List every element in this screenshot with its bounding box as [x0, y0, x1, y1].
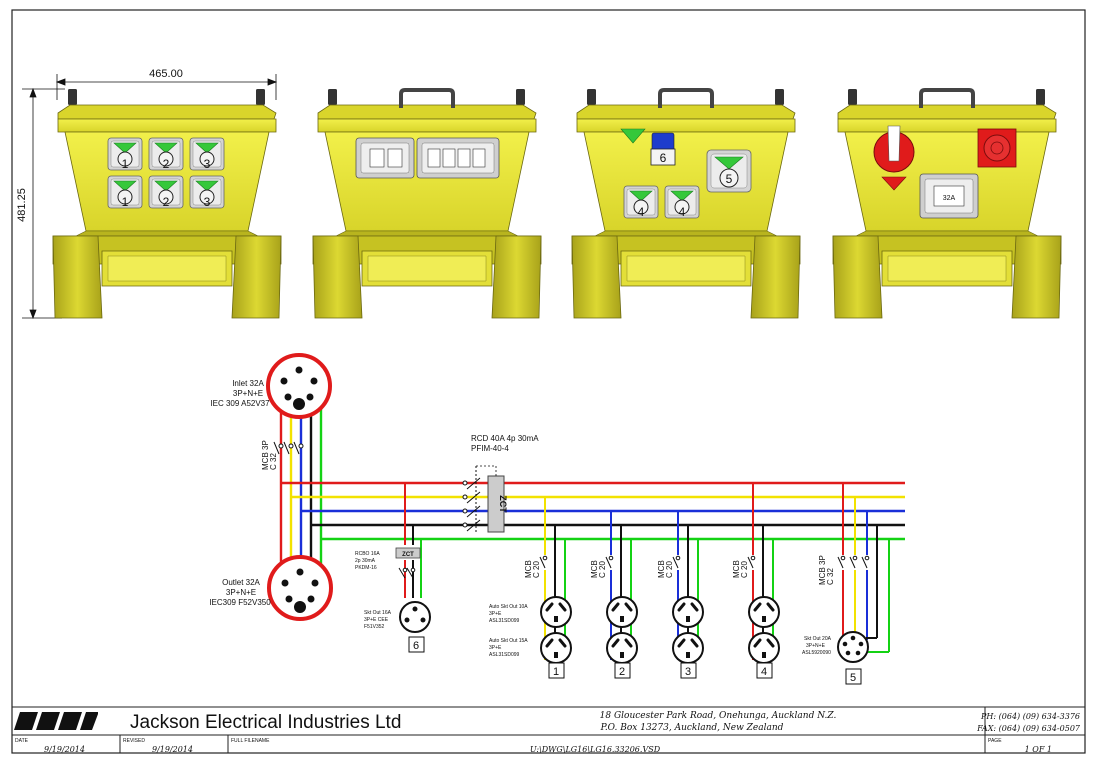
busbars — [279, 405, 905, 565]
rcd-zct-label: ZCT — [498, 495, 508, 513]
main-mcb-label: MCB 3P — [261, 440, 270, 470]
rcd-part: PFIM-40-4 — [471, 444, 509, 453]
rcbo-module — [395, 547, 421, 559]
socket-number: 4 — [679, 205, 686, 219]
socket-5-label: Skt Out 20A — [804, 636, 832, 642]
rcbo-label: RCBO 16A — [355, 551, 380, 557]
socket-6-symbol — [399, 601, 431, 633]
rcd-rating: 32A — [943, 195, 956, 202]
breaker-panel-right — [416, 137, 500, 179]
mcb-5-rating: C 32 — [826, 568, 835, 585]
box-view-back — [312, 88, 542, 319]
page-label: PAGE — [988, 738, 1002, 744]
socket-6-spec: 3P+E CEE — [364, 617, 389, 623]
company-logo — [14, 712, 98, 730]
socket-6-part: F51V352 — [364, 624, 385, 630]
circuit-number-boxes — [408, 636, 862, 685]
outlet-label: Outlet 32A — [222, 578, 260, 587]
inlet-label: Inlet 32A — [232, 379, 264, 388]
mcb-1-rating: C 20 — [532, 561, 541, 578]
mcb-1-label: MCB — [524, 560, 533, 578]
socket-6-label: Skt Out 16A — [364, 610, 392, 616]
title-block — [12, 706, 1085, 753]
auto-socket-1-part: ASL31SD099 — [489, 618, 520, 624]
auto-socket-1-label: Auto Skt Out 10A — [489, 604, 528, 610]
rcd-rating: RCD 40A 4p 30mA — [471, 434, 539, 443]
box-view-front: 1 2 3 1 2 3 — [52, 88, 282, 319]
width-dimension — [55, 74, 278, 100]
sheet-border — [11, 9, 1086, 754]
branch-mcb-switches — [539, 555, 870, 569]
socket-number: 3 — [204, 195, 211, 209]
red-isolator-switch — [873, 125, 915, 173]
filename-label: FULL FILENAME — [231, 738, 270, 744]
circuit-number: 2 — [619, 666, 625, 678]
rcd-main — [462, 465, 505, 533]
box-view-side-b: 32A — [832, 88, 1062, 319]
outlet-spec: 3P+N+E — [226, 588, 256, 597]
inlet-spec: 3P+N+E — [233, 389, 263, 398]
outlet-part: IEC309 F52V350 — [209, 598, 271, 607]
mcb-3-label: MCB — [657, 560, 666, 578]
revised-label: REVISED — [123, 738, 145, 744]
circuit-number: 4 — [761, 666, 767, 678]
main-mcb-switch — [273, 441, 304, 455]
rcbo-spec: 2p 30mA — [355, 558, 376, 564]
auto-socket-2-label: Auto Skt Out 15A — [489, 638, 528, 644]
date-label: DATE — [15, 738, 29, 744]
rcbo-switch — [398, 567, 416, 579]
socket-number: 4 — [638, 205, 645, 219]
main-mcb-rating: C 32 — [269, 453, 278, 470]
branch-socket-6 — [404, 483, 422, 598]
mcb-5-label: MCB 3P — [818, 555, 827, 585]
earth-label — [620, 128, 646, 144]
mcb-2-rating: C 20 — [598, 561, 607, 578]
outlet-32a-symbol — [267, 555, 333, 621]
mcb-4-label: MCB — [732, 560, 741, 578]
rcbo-part: PKDM-16 — [355, 565, 377, 571]
page-value: 1 OF 1 — [1025, 745, 1052, 754]
inlet-32a-symbol — [266, 353, 332, 419]
mcb-2-label: MCB — [590, 560, 599, 578]
company-fax: FAX: (064) (09) 634-0507 — [976, 724, 1081, 733]
circuit-number: 3 — [685, 666, 691, 678]
socket-5-spec: 3P+N+E — [806, 643, 826, 649]
circuit-number: 6 — [413, 640, 419, 652]
company-phone: PH: (064) (09) 634-3376 — [980, 712, 1080, 721]
socket-number: 2 — [163, 157, 170, 171]
company-po-box: P.O. Box 13273, Auckland, New Zealand — [600, 723, 784, 733]
mcb-3-rating: C 20 — [665, 561, 674, 578]
socket-number: 2 — [163, 195, 170, 209]
company-name: Jackson Electrical Industries Ltd — [130, 712, 401, 733]
circuit-number: 1 — [553, 666, 559, 678]
filename-value: U:\DWG\LG16\LG16.33206.VSD — [530, 745, 661, 754]
rcbo-zct-label: ZCT — [402, 552, 414, 558]
box-view-side-a: 6 5 4 4 — [571, 88, 801, 319]
handle — [399, 88, 455, 108]
socket-5-symbol — [837, 631, 869, 663]
date-value: 9/19/2014 — [44, 745, 85, 754]
width-dimension-label: 465.00 — [149, 68, 183, 80]
socket-number: 1 — [122, 157, 129, 171]
socket-number: 5 — [726, 172, 733, 186]
warning-label — [881, 176, 907, 191]
auto-sockets — [539, 595, 781, 665]
inlet-part: IEC 309 A52V37 — [210, 399, 270, 408]
socket-5-part: ASL5920090 — [802, 650, 831, 656]
rcd-panel: 32A — [919, 173, 979, 219]
socket-number: 6 — [660, 151, 667, 165]
auto-socket-2-part: ASL31SD099 — [489, 652, 520, 658]
company-address: 18 Gloucester Park Road, Onehunga, Auckl… — [600, 711, 837, 721]
auto-socket-1-spec: 3P+E — [489, 611, 502, 617]
height-dimension-label: 481.25 — [16, 188, 28, 222]
breaker-panel-left — [355, 137, 415, 179]
mcb-4-rating: C 20 — [740, 561, 749, 578]
revised-value: 9/19/2014 — [152, 745, 193, 754]
socket-number: 3 — [204, 157, 211, 171]
socket-number: 1 — [122, 195, 129, 209]
circuit-number: 5 — [850, 672, 856, 684]
auto-socket-2-spec: 3P+E — [489, 645, 502, 651]
